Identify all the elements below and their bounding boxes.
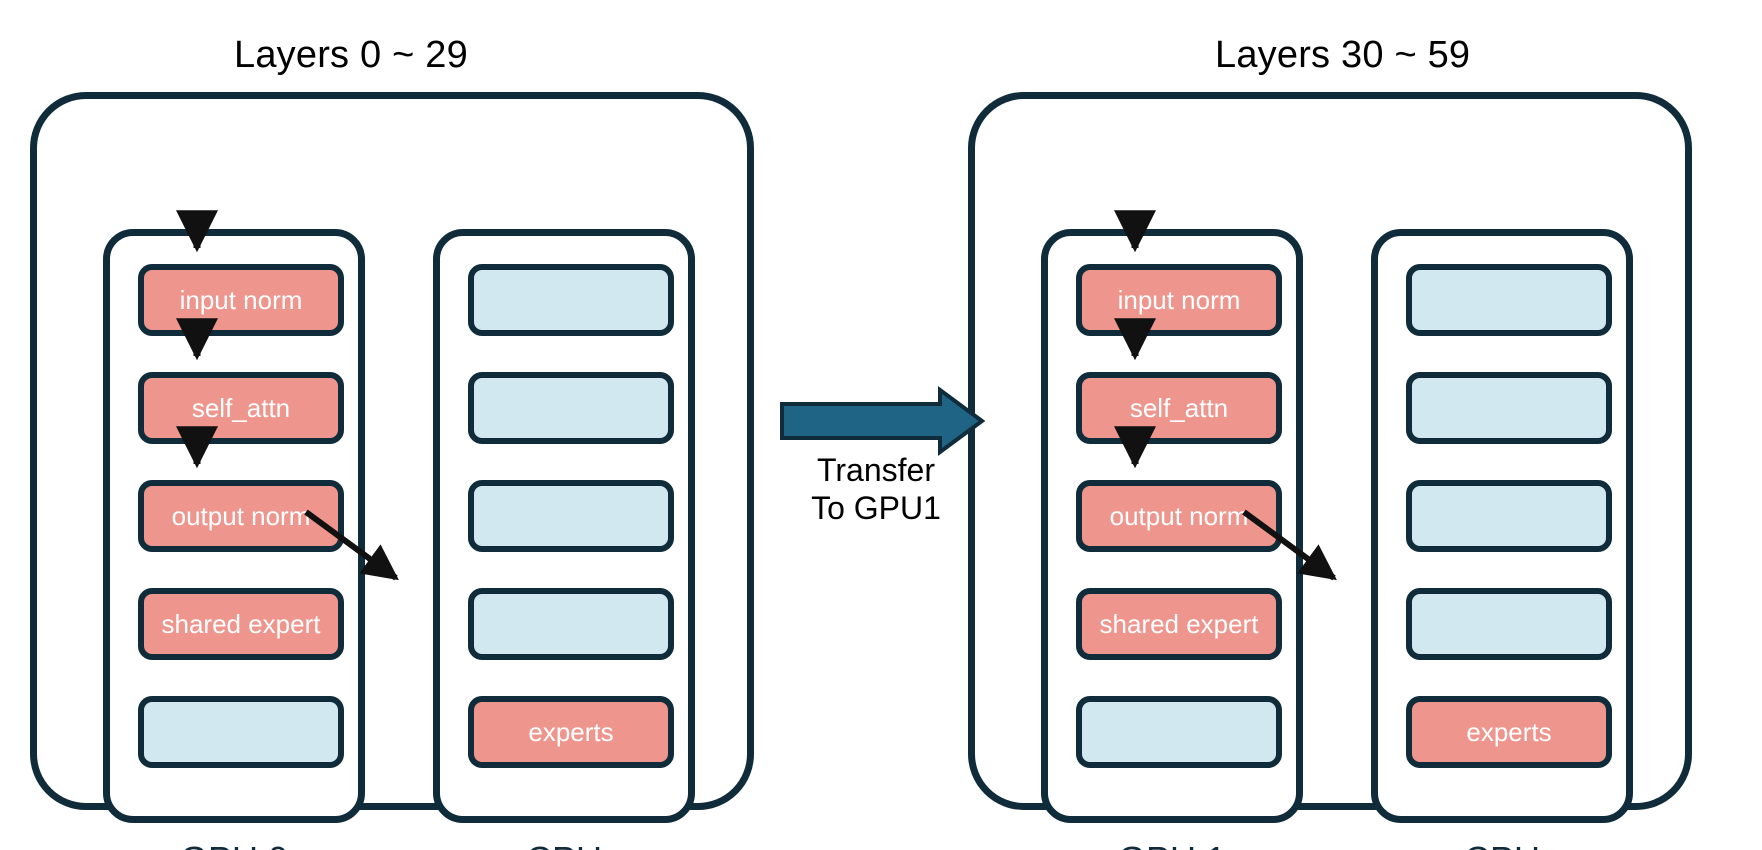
block-empty-slot-gpu1[interactable] — [1076, 696, 1282, 768]
transfer-arrow-label: Transfer To GPU1 — [811, 452, 941, 526]
block-empty-slot-cpu1-2[interactable] — [1406, 372, 1612, 444]
group-title-layers-0-29: Layers 0 ~ 29 — [234, 34, 468, 76]
block-empty-slot-cpu1-3[interactable] — [1406, 480, 1612, 552]
cpu0-memory-panel: experts — [433, 229, 695, 823]
block-empty-slot-cpu0-4[interactable] — [468, 588, 674, 660]
cpu1-memory-panel: experts — [1371, 229, 1633, 823]
gpu1-memory-panel: input norm self_attn output norm shared … — [1041, 229, 1303, 823]
block-self-attn-gpu1[interactable]: self_attn — [1076, 372, 1282, 444]
block-output-norm-gpu0[interactable]: output norm — [138, 480, 344, 552]
block-empty-slot-cpu0-2[interactable] — [468, 372, 674, 444]
block-shared-expert-gpu0[interactable]: shared expert — [138, 588, 344, 660]
block-empty-slot-cpu1-4[interactable] — [1406, 588, 1612, 660]
block-empty-slot-cpu1-1[interactable] — [1406, 264, 1612, 336]
block-output-norm-gpu1[interactable]: output norm — [1076, 480, 1282, 552]
device-group-layers-30-59: input norm self_attn output norm shared … — [968, 92, 1692, 850]
block-empty-slot-cpu0-3[interactable] — [468, 480, 674, 552]
device-caption-gpu0: GPU 0 — [103, 839, 365, 850]
block-shared-expert-gpu1[interactable]: shared expert — [1076, 588, 1282, 660]
device-caption-cpu1: CPU — [1371, 839, 1633, 850]
block-input-norm-gpu1[interactable]: input norm — [1076, 264, 1282, 336]
device-caption-gpu1: GPU 1 — [1041, 839, 1303, 850]
block-self-attn-gpu0[interactable]: self_attn — [138, 372, 344, 444]
gpu0-memory-panel: input norm self_attn output norm shared … — [103, 229, 365, 823]
block-experts-cpu1[interactable]: experts — [1406, 696, 1612, 768]
block-input-norm-gpu0[interactable]: input norm — [138, 264, 344, 336]
group-title-layers-30-59: Layers 30 ~ 59 — [1215, 34, 1471, 76]
block-empty-slot-cpu0-1[interactable] — [468, 264, 674, 336]
transfer-arrow — [780, 386, 986, 456]
block-empty-slot-gpu0[interactable] — [138, 696, 344, 768]
device-group-layers-0-29: input norm self_attn output norm shared … — [30, 92, 754, 850]
block-experts-cpu0[interactable]: experts — [468, 696, 674, 768]
device-caption-cpu0: CPU — [433, 839, 695, 850]
